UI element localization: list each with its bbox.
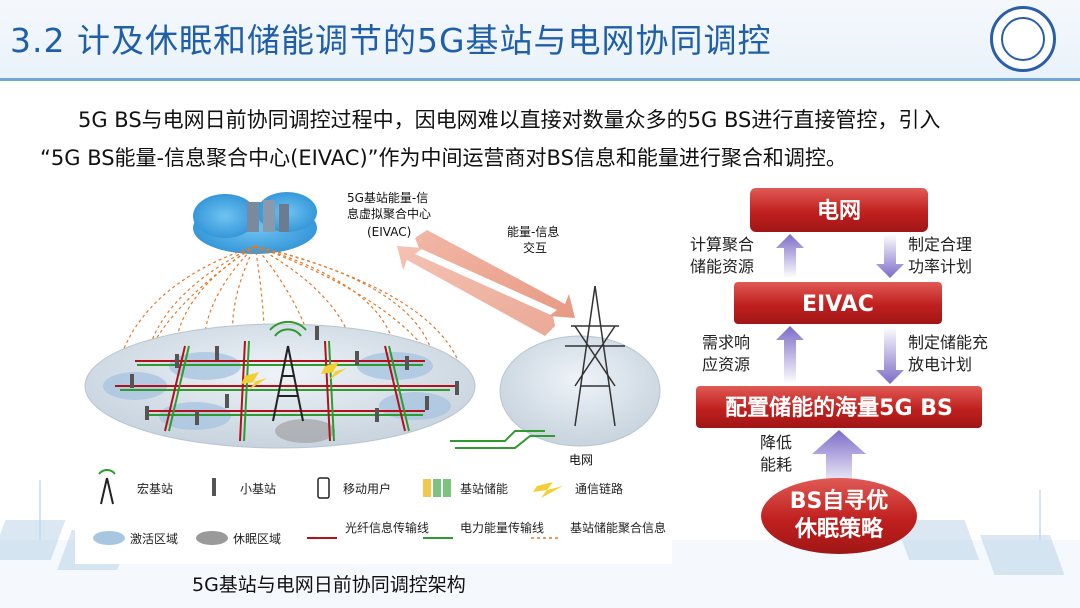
up-arrow-3 [812, 430, 866, 490]
legend-label-link: 通信链路 [575, 481, 623, 496]
flow-diagram: 电网 计算聚合 储能资源 制定合理 功率计划 EIVAC 需求响 应资源 制定储… [680, 186, 1010, 558]
grid-box [750, 188, 928, 232]
cloud-label-2: 息虚拟聚合中心 [347, 206, 431, 221]
transmission-tower-icon [565, 285, 625, 427]
up-3-line1: 降低 [760, 433, 792, 452]
battery-legend-icon [423, 479, 451, 497]
legend-label-power: 电力能量传输线 [460, 520, 544, 535]
legend-label-fiber: 光纤信息传输线 [345, 520, 429, 535]
lightning-legend-icon [533, 482, 563, 498]
bs-box-label: 配置储能的海量5G BS [725, 395, 953, 421]
diagram-caption: 5G基站与电网日前协同调控架构 [192, 574, 466, 596]
eivac-box-label: EIVAC [802, 292, 874, 317]
up-3-line2: 能耗 [760, 455, 792, 474]
down-arrow-1 [876, 234, 904, 278]
intro-line-2: “5G BS能量-信息聚合中心(EIVAC)”作为中间运营商对BS信息和能量进行… [40, 146, 847, 170]
bs-box [696, 386, 982, 428]
flow-svg: 电网 计算聚合 储能资源 制定合理 功率计划 EIVAC 需求响 应资源 制定储… [690, 188, 988, 554]
grid-label: 电网 [569, 453, 593, 467]
left-up-2-line1: 需求响 [702, 333, 750, 352]
logo-inner-ring [1001, 17, 1045, 61]
exchange-label-1: 能量-信息 [507, 224, 559, 239]
macro-tower-legend-icon [98, 469, 116, 505]
legend-label-sleep: 休眠区域 [233, 532, 281, 546]
legend-label-small: 小基站 [240, 482, 276, 496]
left-up-1-line1: 计算聚合 [690, 235, 754, 254]
small-cell-icons [130, 326, 459, 425]
legend-label-active: 激活区域 [130, 532, 178, 546]
strategy-line1: BS自寻优 [790, 488, 889, 514]
cloud-icon [193, 192, 317, 254]
right-down-1-line1: 制定合理 [908, 235, 972, 254]
intro-line-1: 5G BS与电网日前协同调控过程中，因电网难以直接对数量众多的5G BS进行直接… [78, 108, 941, 132]
grid-network [115, 340, 455, 442]
up-arrow-2 [776, 326, 804, 384]
legend-label-phone: 移动用户 [343, 481, 391, 496]
exchange-arrows [397, 230, 575, 336]
macro-tower-icon [269, 320, 307, 422]
architecture-diagram: 5G基站能量-信 息虚拟聚合中心 (EIVAC) 能量-信息 交互 [75, 186, 672, 564]
down-arrow-2 [876, 326, 904, 384]
left-up-2-line2: 应资源 [702, 355, 750, 374]
right-down-2-line1: 制定储能充 [908, 333, 988, 352]
left-up-1-line2: 储能资源 [690, 257, 754, 276]
phone-legend-icon [317, 477, 330, 499]
legend-label-battery: 基站储能 [460, 481, 508, 496]
right-down-1-line2: 功率计划 [908, 257, 972, 276]
lightning-icons [241, 362, 347, 390]
cloud-label-1: 5G基站能量-信 [347, 191, 428, 205]
grid-box-label: 电网 [817, 199, 861, 224]
university-logo [990, 6, 1056, 72]
eivac-box [734, 282, 942, 324]
right-down-2-line2: 放电计划 [908, 355, 972, 374]
active-zone-legend-icon [93, 531, 125, 545]
cloud-label-3: (EIVAC) [367, 225, 411, 239]
legend-label-macro: 宏基站 [137, 481, 173, 496]
sleep-zone-legend-icon [196, 531, 228, 545]
title-bar: 3.2 计及休眠和储能调节的5G基站与电网协同调控 [0, 0, 1080, 81]
strategy-line2: 休眠策略 [794, 516, 884, 542]
architecture-svg: 5G基站能量-信 息虚拟聚合中心 (EIVAC) 能量-信息 交互 [84, 191, 666, 546]
exchange-label-2: 交互 [523, 240, 547, 255]
small-cell-legend-icon [212, 478, 216, 496]
strategy-ellipse [761, 478, 917, 554]
up-arrow-1 [776, 234, 804, 278]
legend: 宏基站 小基站 移动用户 基站储能 通信链路 激活区域 休眠区域 光纤信息传输线… [93, 469, 666, 546]
legend-label-aggregation: 基站储能聚合信息 [570, 520, 666, 535]
page-title: 3.2 计及休眠和储能调节的5G基站与电网协同调控 [10, 21, 772, 60]
